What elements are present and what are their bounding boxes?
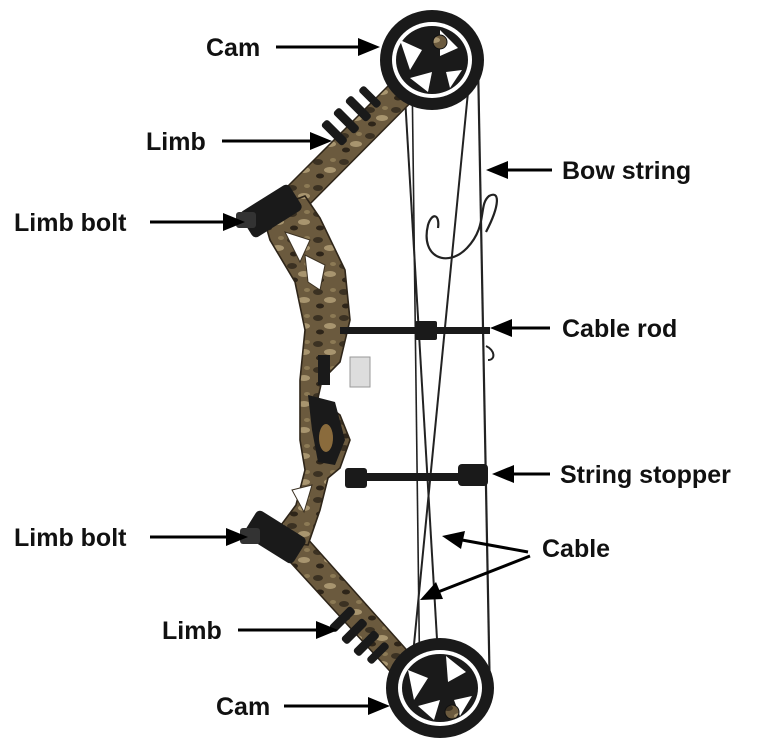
string-hook	[485, 345, 495, 361]
bow-string-lines	[403, 61, 492, 701]
arrow-limb-bolt-bottom	[150, 528, 248, 546]
upper-limb-dampers	[321, 86, 381, 146]
cable-rod-assembly	[340, 321, 490, 340]
lower-limb-pocket	[240, 510, 306, 564]
riser-cutouts	[284, 231, 326, 514]
arrow-limb-bolt-top	[150, 213, 245, 231]
label-limb-bolt-bottom: Limb bolt	[14, 524, 127, 552]
label-arrows	[150, 38, 552, 715]
labels: Cam Limb Limb bolt Bow string Cable rod …	[14, 34, 731, 721]
label-cam-top: Cam	[206, 34, 260, 62]
arrow-string-stopper	[492, 465, 550, 483]
label-limb-bottom: Limb	[162, 617, 222, 645]
cable-line-3	[411, 69, 421, 701]
label-limb-top: Limb	[146, 128, 206, 156]
label-bow-string: Bow string	[562, 157, 691, 185]
arrow-limb-top	[222, 132, 332, 150]
arrow-rest	[349, 356, 371, 388]
lower-limb-dampers	[329, 606, 389, 664]
upper-limb-pocket	[236, 184, 302, 238]
label-cable: Cable	[542, 535, 610, 563]
bow-illustration	[236, 10, 498, 738]
grip-accent	[319, 424, 333, 452]
top-cam	[380, 10, 484, 110]
string-stopper-assembly	[345, 464, 488, 488]
arrow-rest-mount	[318, 355, 330, 385]
cable-line-2	[411, 91, 469, 666]
arrow-cable-rod	[490, 319, 550, 337]
bottom-cam	[386, 638, 494, 738]
label-limb-bolt-top: Limb bolt	[14, 209, 127, 237]
label-cam-bottom: Cam	[216, 693, 270, 721]
arrow-cam-bottom	[284, 697, 390, 715]
arrow-limb-bottom	[238, 621, 338, 639]
label-string-stopper: String stopper	[560, 461, 731, 489]
arrow-bow-string	[486, 161, 552, 179]
arrow-cam-top	[276, 38, 380, 56]
arrow-cable	[420, 531, 531, 600]
bow-string	[476, 61, 492, 701]
label-cable-rod: Cable rod	[562, 315, 677, 343]
d-loop	[425, 193, 498, 260]
